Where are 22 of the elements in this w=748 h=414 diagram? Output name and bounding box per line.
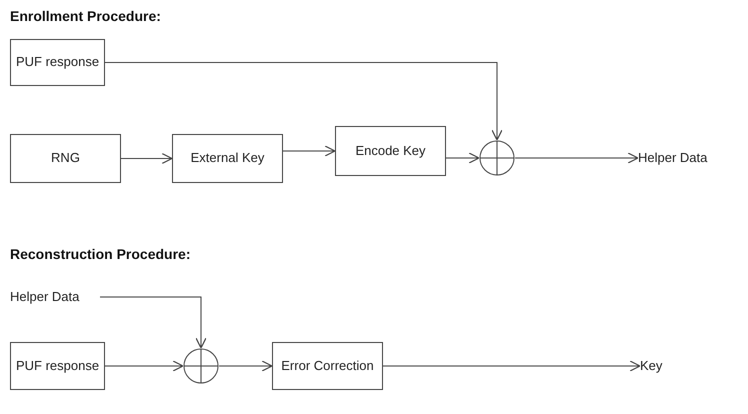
arrow bbox=[282, 145, 336, 157]
process-box: Error Correction bbox=[272, 342, 383, 390]
output-label: Helper Data bbox=[10, 288, 100, 306]
section-heading: Enrollment Procedure: bbox=[10, 8, 161, 24]
arrow bbox=[100, 296, 207, 349]
output-label: Helper Data bbox=[638, 149, 728, 167]
xor-symbol bbox=[479, 140, 515, 176]
arrow bbox=[514, 152, 639, 164]
arrow bbox=[104, 360, 184, 372]
arrow bbox=[446, 152, 480, 164]
arrow bbox=[382, 360, 641, 372]
process-box: External Key bbox=[172, 134, 283, 183]
process-box: PUF response bbox=[10, 342, 105, 390]
process-box: RNG bbox=[10, 134, 121, 183]
arrow bbox=[218, 360, 273, 372]
process-box: Encode Key bbox=[335, 126, 446, 176]
xor-symbol bbox=[183, 348, 219, 384]
process-box: PUF response bbox=[10, 39, 105, 86]
section-heading: Reconstruction Procedure: bbox=[10, 246, 190, 262]
output-label: Key bbox=[640, 357, 680, 375]
arrow bbox=[120, 152, 173, 164]
arrow bbox=[104, 62, 503, 141]
